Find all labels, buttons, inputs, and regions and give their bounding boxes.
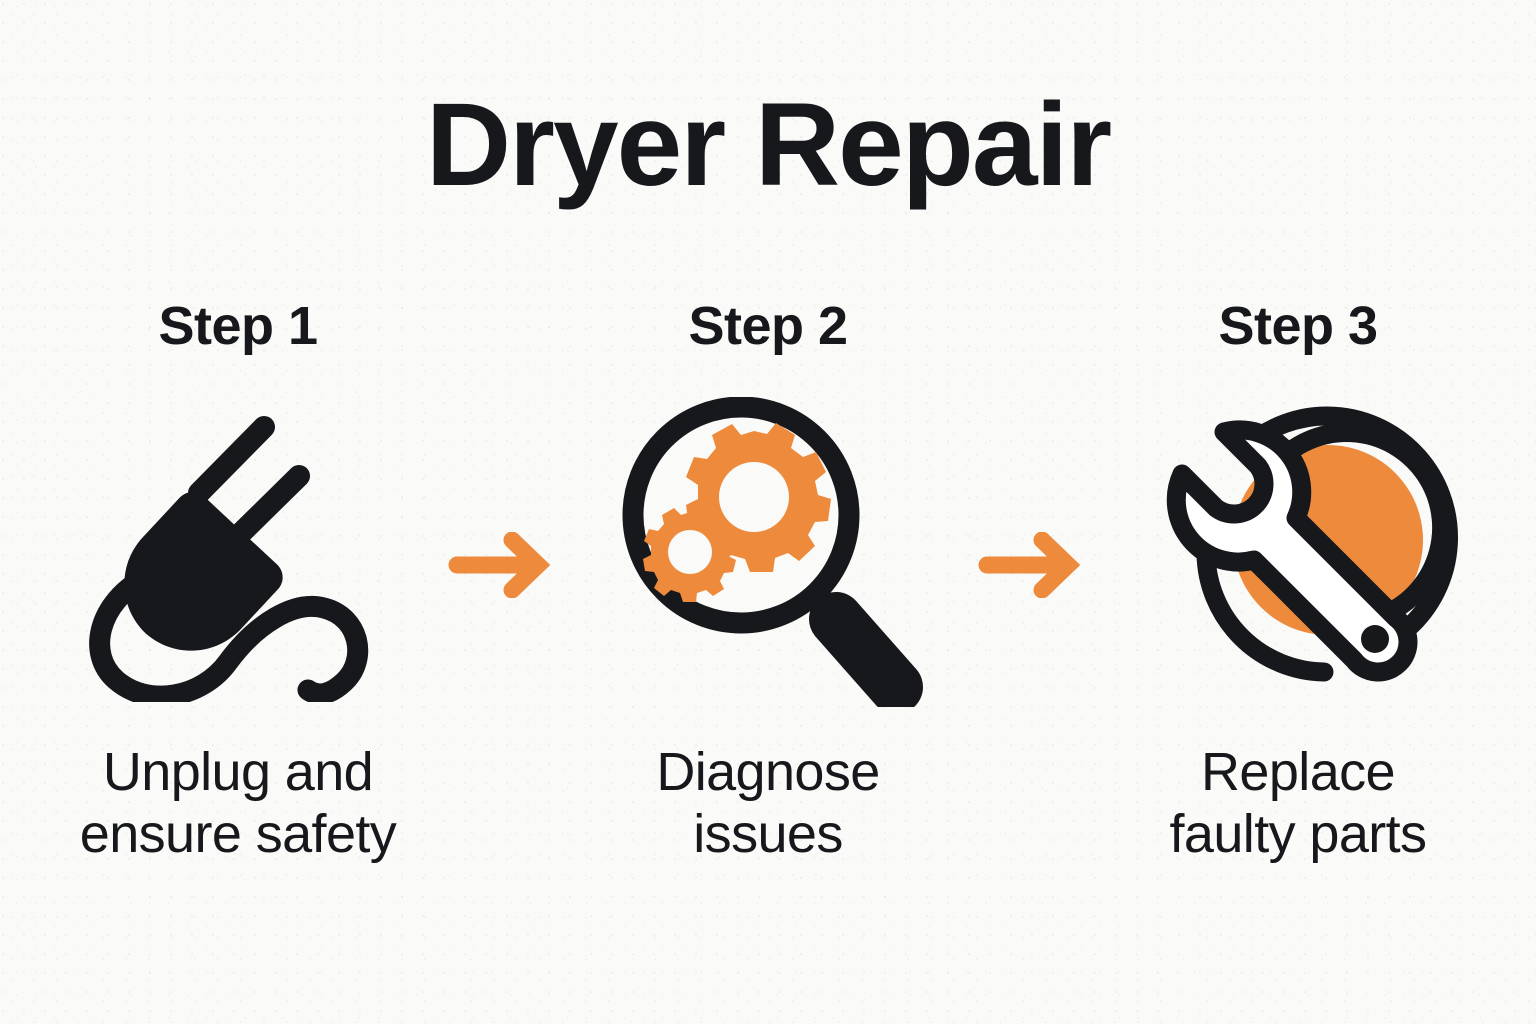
step-3-caption-line-2: faulty parts: [1169, 803, 1428, 864]
wrench-icon: [1166, 420, 1418, 682]
power-plug-icon: [89, 416, 369, 702]
gear-small-icon: [643, 507, 736, 602]
wrench-drum-icon: [1166, 406, 1458, 682]
connector-2: [968, 296, 1098, 916]
step-3-heading: Step 3: [1218, 296, 1378, 356]
step-card-3: Step 3 Replace: [1098, 296, 1498, 865]
step-1-caption: Unplug and ensure safety: [38, 742, 438, 865]
step-3-caption-line-1: Replace: [1201, 742, 1396, 802]
steps-row: Step 1 Unplug and ensure safety: [0, 296, 1536, 916]
magnifier-gears-icon: [622, 397, 923, 707]
step-1-heading: Step 1: [158, 296, 318, 356]
step-2-heading: Step 2: [688, 296, 848, 356]
step-1-caption-line-1: Unplug and: [102, 742, 374, 802]
step-card-2: Step 2: [568, 296, 968, 865]
arrow-right-icon: [978, 532, 1081, 598]
step-1-icon: [68, 392, 408, 712]
step-3-icon: [1128, 392, 1468, 712]
page-title: Dryer Repair: [425, 79, 1112, 211]
step-2-caption-line-1: Diagnose: [656, 742, 880, 802]
step-2-caption: Diagnose issues: [568, 742, 968, 865]
step-3-caption: Replace faulty parts: [1098, 742, 1498, 865]
step-card-1: Step 1 Unplug and ensure safety: [38, 296, 438, 865]
connector-1: [438, 296, 568, 916]
arrow-right-icon: [448, 532, 551, 598]
step-2-icon: [598, 392, 938, 712]
step-2-caption-line-2: issues: [693, 803, 843, 864]
step-1-caption-line-2: ensure safety: [79, 803, 397, 864]
